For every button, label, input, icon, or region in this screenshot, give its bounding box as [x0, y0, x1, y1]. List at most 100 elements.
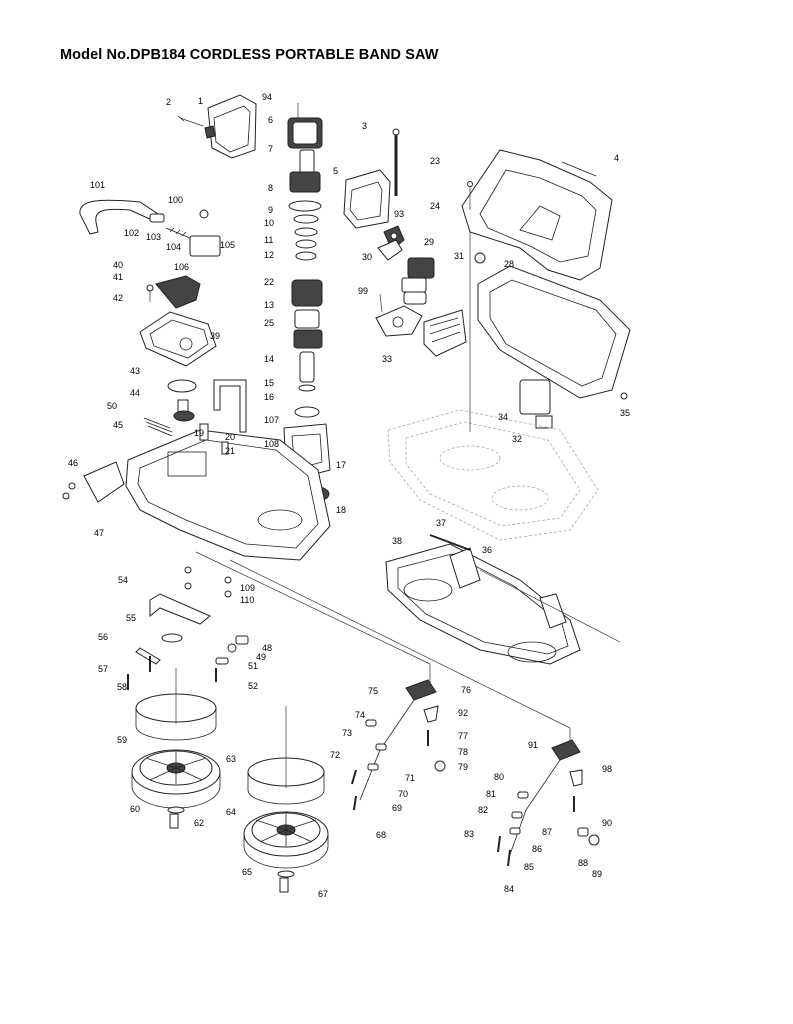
callout-63: 63: [226, 754, 236, 764]
callout-36: 36: [482, 545, 492, 555]
callout-70: 70: [398, 789, 408, 799]
callout-81: 81: [486, 789, 496, 799]
callout-30: 30: [362, 252, 372, 262]
callout-78: 78: [458, 747, 468, 757]
handle-part: [79, 199, 221, 257]
callout-33: 33: [382, 354, 392, 364]
callout-99: 99: [358, 286, 368, 296]
cover-plate-part: [62, 461, 125, 503]
callout-34: 34: [498, 412, 508, 422]
callout-59: 59: [117, 735, 127, 745]
callout-39: 39: [210, 331, 220, 341]
callout-25: 25: [264, 318, 274, 328]
blade-guide-part: [143, 379, 197, 437]
callout-46: 46: [68, 458, 78, 468]
callout-82: 82: [478, 805, 488, 815]
callout-17: 17: [336, 460, 346, 470]
callout-7: 7: [268, 144, 273, 154]
callout-9: 9: [268, 205, 273, 215]
callout-88: 88: [578, 858, 588, 868]
callout-45: 45: [113, 420, 123, 430]
callout-83: 83: [464, 829, 474, 839]
motor-assembly: [283, 103, 331, 503]
callout-102: 102: [124, 228, 139, 238]
callout-93: 93: [394, 209, 404, 219]
callout-3: 3: [362, 121, 367, 131]
callout-72: 72: [330, 750, 340, 760]
callout-23: 23: [430, 156, 440, 166]
callout-31: 31: [454, 251, 464, 261]
callout-48: 48: [262, 643, 272, 653]
callout-86: 86: [532, 844, 542, 854]
callout-4: 4: [614, 153, 619, 163]
blade-guide-left: [195, 551, 446, 811]
callout-74: 74: [355, 710, 365, 720]
lever-bracket-part: [139, 275, 217, 367]
blade-guide-right: [229, 559, 600, 867]
callout-103: 103: [146, 232, 161, 242]
wheel-cover-part: [385, 534, 621, 665]
callout-47: 47: [94, 528, 104, 538]
callout-labels: 1 2 3 4 5 6 7 8 9 10 11 12 13 14 15 16 1…: [68, 92, 630, 899]
callout-110: 110: [240, 595, 254, 605]
callout-13: 13: [264, 300, 274, 310]
callout-44: 44: [130, 388, 140, 398]
bracket-part: [127, 566, 211, 690]
callout-91: 91: [528, 740, 538, 750]
battery-terminal-part: [375, 293, 467, 357]
callout-24: 24: [430, 201, 440, 211]
pin-set: [215, 576, 249, 682]
callout-40: 40: [113, 260, 123, 270]
switch-assembly: [377, 232, 486, 305]
main-housing-part: [461, 149, 631, 429]
callout-6: 6: [268, 115, 273, 125]
idler-wheel: [243, 706, 329, 893]
motor-housing-part: [177, 94, 257, 159]
callout-104: 104: [166, 242, 181, 252]
callout-68: 68: [376, 830, 386, 840]
callout-52: 52: [248, 681, 258, 691]
callout-58: 58: [117, 682, 127, 692]
callout-106: 106: [174, 262, 189, 272]
callout-16: 16: [264, 392, 274, 402]
callout-42: 42: [113, 293, 123, 303]
callout-20: 20: [225, 432, 235, 442]
callout-37: 37: [436, 518, 446, 528]
callout-109: 109: [240, 583, 255, 593]
callout-11: 11: [264, 235, 273, 245]
callout-94: 94: [262, 92, 272, 102]
callout-8: 8: [268, 183, 273, 193]
callout-85: 85: [524, 862, 534, 872]
callout-100: 100: [168, 195, 183, 205]
callout-92: 92: [458, 708, 468, 718]
callout-50: 50: [107, 401, 117, 411]
callout-65: 65: [242, 867, 252, 877]
callout-1: 1: [198, 96, 203, 106]
callout-51: 51: [248, 661, 258, 671]
callout-105: 105: [220, 240, 235, 250]
callout-62: 62: [194, 818, 204, 828]
callout-14: 14: [264, 354, 274, 364]
callout-38: 38: [392, 536, 402, 546]
callout-98: 98: [602, 764, 612, 774]
callout-32: 32: [512, 434, 522, 444]
callout-108: 108: [264, 439, 279, 449]
ghost-assembly-outline: [387, 232, 599, 541]
side-cover-part: [343, 128, 405, 251]
callout-28: 28: [504, 259, 514, 269]
callout-71: 71: [405, 773, 415, 783]
callout-79: 79: [458, 762, 468, 772]
callout-77: 77: [458, 731, 468, 741]
callout-60: 60: [130, 804, 140, 814]
callout-107: 107: [264, 415, 279, 425]
callout-35: 35: [620, 408, 630, 418]
callout-84: 84: [504, 884, 514, 894]
callout-22: 22: [264, 277, 274, 287]
frame-base-part: [125, 379, 331, 561]
callout-75: 75: [368, 686, 378, 696]
callout-19: 19: [194, 428, 204, 438]
callout-12: 12: [264, 250, 274, 260]
callout-41: 41: [113, 272, 123, 282]
callout-5: 5: [333, 166, 338, 176]
